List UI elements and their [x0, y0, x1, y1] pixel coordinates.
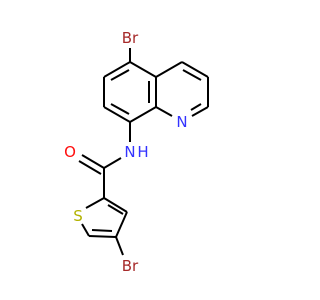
molecule-structure: Br N N H O S Br: [64, 29, 209, 275]
bond-inner-c5-c6: [110, 69, 130, 81]
bond-inner-c4-c5: [91, 229, 113, 232]
atom-label-br-bottom: Br: [122, 257, 139, 275]
bond-c3-c4: [115, 211, 128, 238]
bond-c8a-c8: [129, 106, 157, 123]
bond-s-c2: [85, 197, 105, 209]
bond-carbonyl-o: [81, 154, 105, 169]
atom-labels: Br N N H O S Br: [64, 29, 188, 275]
bond-c4-br: [115, 236, 124, 256]
bond-carbonyl-o-2: [78, 160, 102, 175]
atom-label-s: S: [73, 207, 83, 225]
bond-c8-c7: [103, 106, 131, 123]
bond-c2-n1: [191, 106, 209, 117]
bond-inner-c2-c3: [107, 204, 124, 215]
bond-c2-c3: [103, 197, 128, 213]
bond-c4a-c4: [155, 61, 183, 78]
bond-c6-c5: [103, 61, 131, 78]
bonds: [78, 48, 209, 256]
atom-label-h: H: [137, 143, 148, 161]
atom-label-br-top: Br: [122, 29, 139, 47]
bond-c4-c3: [181, 61, 209, 78]
atom-label-n-ring: N: [176, 113, 187, 131]
bond-c5-c4a: [129, 61, 157, 78]
atom-label-o: O: [64, 143, 76, 161]
bond-nh-carbonyl: [103, 157, 122, 169]
bond-c4-c5: [88, 235, 117, 238]
bond-inner-c4-c3: [182, 69, 202, 81]
bond-inner-c7-c8: [110, 103, 130, 115]
bond-c5-s: [81, 223, 90, 237]
bond-n1-c8a: [155, 106, 173, 117]
bond-inner-c2-n1: [190, 103, 202, 111]
atom-label-nh: N: [124, 143, 135, 161]
